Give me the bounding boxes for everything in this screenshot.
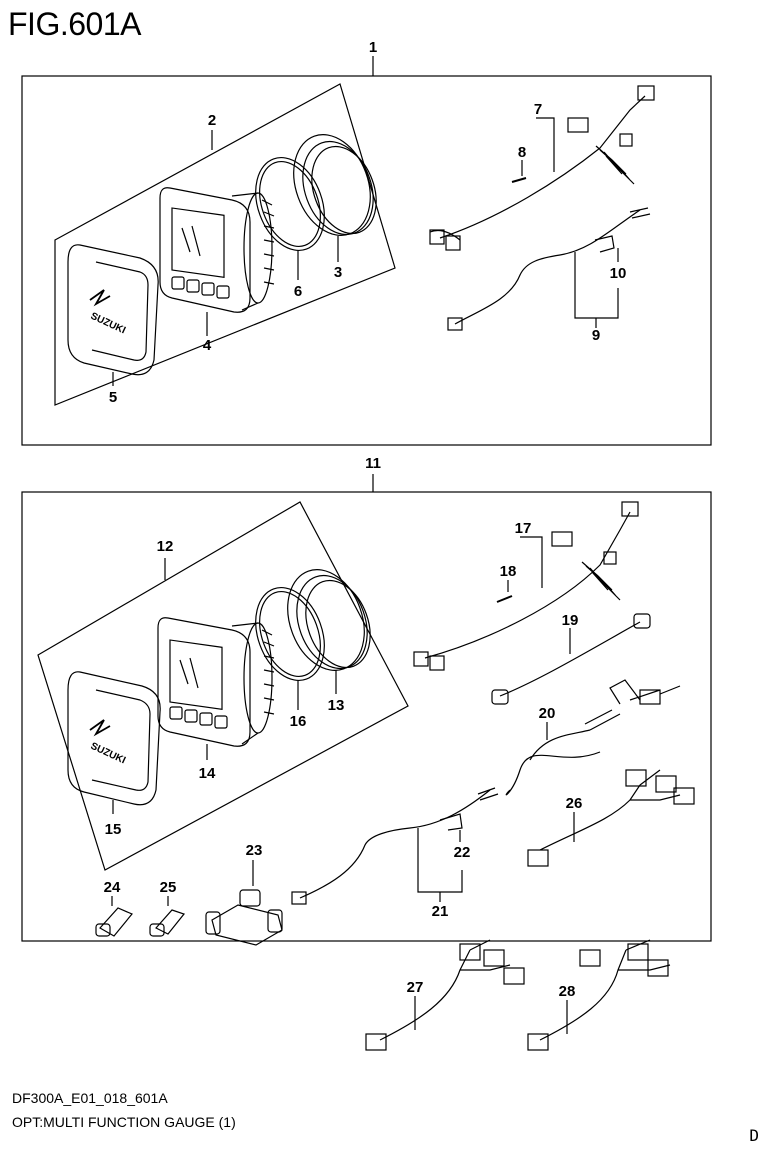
figure-code: DF300A_E01_018_601A [12,1090,168,1106]
gauge-cover-5 [67,244,159,376]
callout-26: 26 [566,795,583,812]
figure-title: FIG.601A [8,6,141,42]
o-ring-16 [255,586,325,682]
callout-25: 25 [160,879,177,896]
callout-14: 14 [199,765,216,782]
cable-19 [491,613,651,705]
wire-harness-9 [447,207,651,331]
group-box-11 [21,491,712,942]
callout-3: 3 [334,264,342,281]
cable-20 [505,679,681,796]
wire-harness-7 [429,85,655,251]
callout-21: 21 [432,903,449,920]
callout-9: 9 [592,327,600,344]
wire-harness-21 [291,787,499,905]
callout-19: 19 [562,612,579,629]
callout-10: 10 [610,265,627,282]
callout-2: 2 [208,112,216,129]
multi-function-gauge-4 [159,187,275,313]
brand-label-5: SUZUKI [89,311,128,337]
callout-23: 23 [246,842,263,859]
figure-description: OPT:MULTI FUNCTION GAUGE (1) [12,1114,236,1130]
multi-function-gauge-14 [157,617,275,747]
callout-13: 13 [328,697,345,714]
corner-mark: D [749,1126,759,1145]
callout-1: 1 [369,39,377,56]
lock-nut-13 [287,569,371,671]
terminator-25 [149,909,186,937]
lock-nut-3 [293,134,377,236]
assembly-outline-2 [54,83,396,406]
o-ring-6 [255,156,325,252]
callout-15: 15 [105,821,122,838]
callout-4: 4 [203,337,212,354]
group-box-1 [21,75,712,446]
callout-20: 20 [539,705,556,722]
t-connector-23 [205,889,283,946]
callout-11: 11 [365,455,381,472]
wire-harness-28 [527,939,671,1051]
callout-12: 12 [157,538,174,555]
wire-harness-17 [413,501,639,671]
callout-8: 8 [518,144,526,161]
assembly-outline-12 [37,501,409,871]
gauge-cover-15 [67,671,161,806]
callout-17: 17 [515,520,532,537]
callout-7: 7 [534,101,542,118]
wire-harness-26 [527,769,695,867]
callout-28: 28 [559,983,576,1000]
callout-6: 6 [294,283,302,300]
callout-24: 24 [104,879,121,896]
callout-16: 16 [290,713,307,730]
brand-label-15: SUZUKI [89,741,128,767]
callout-18: 18 [500,563,517,580]
callout-22: 22 [454,844,471,861]
terminator-24 [95,907,133,937]
wire-harness-27 [365,939,525,1051]
callout-5: 5 [109,389,117,406]
callout-27: 27 [407,979,424,996]
